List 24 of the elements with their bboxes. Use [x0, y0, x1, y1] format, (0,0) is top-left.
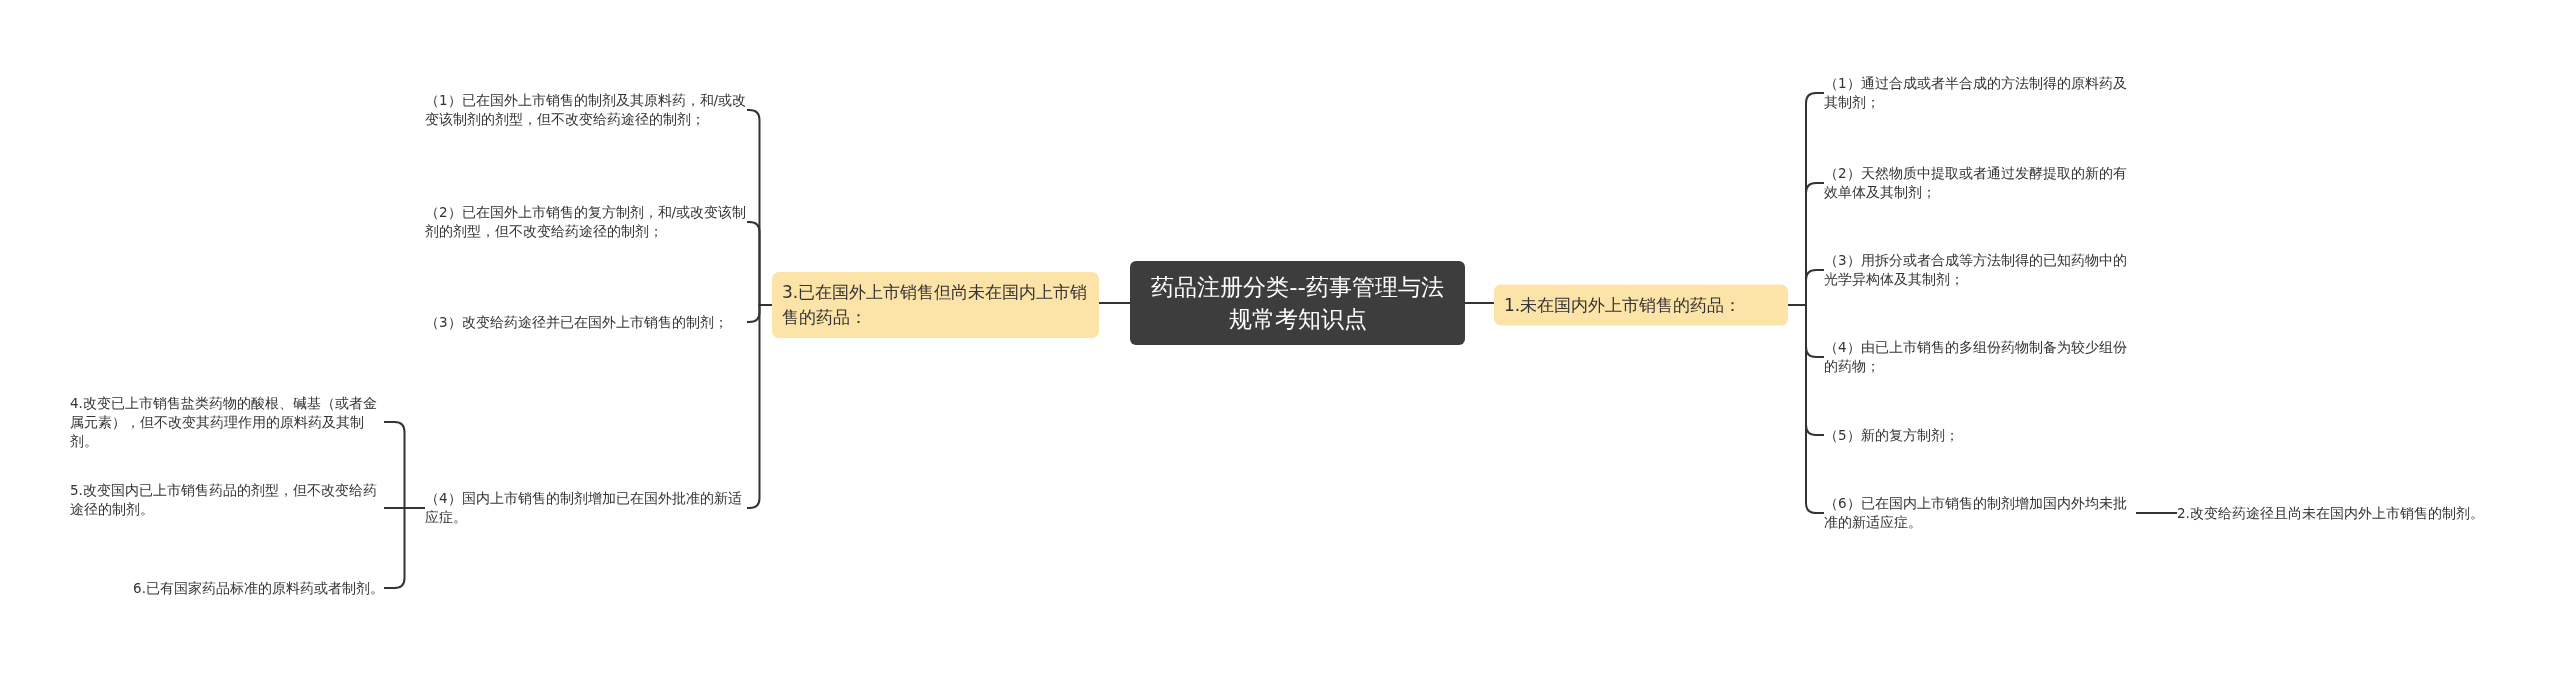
item-text: （6）已在国内上市销售的制剂增加国内外均未批准的新适应症。: [1824, 494, 2128, 532]
item-text: （2）天然物质中提取或者通过发酵提取的新的有效单体及其制剂；: [1824, 164, 2128, 202]
connector-line: [746, 304, 773, 509]
item-text: （1）已在国外上市销售的制剂及其原料药，和/或改变该制剂的剂型，但不改变给药途径的制剂；: [425, 91, 747, 129]
node-text: 药品注册分类--药事管理与法规常考知识点: [1150, 273, 1445, 334]
branch-box: [772, 272, 1099, 338]
item-text: （4）由已上市销售的多组份药物制备为较少组份的药物；: [1824, 338, 2128, 376]
node-text: 3.已在国外上市销售但尚未在国内上市销售的药品：: [782, 281, 1089, 329]
item-text: 4.改变已上市销售盐类药物的酸根、碱基（或者金属元素），但不改变其药理作用的原料药及其制剂。: [70, 393, 378, 451]
item-text: （3）用拆分或者合成等方法制得的已知药物中的光学异构体及其制剂；: [1824, 251, 2128, 289]
item-text: （1）通过合成或者半合成的方法制得的原料药及其制剂；: [1824, 74, 2128, 112]
branch-box: [1494, 284, 1788, 326]
connector-line: [2135, 512, 2178, 514]
item-text: 6.已有国家药品标准的原料药或者制剂。: [132, 578, 384, 598]
item-text: （4）国内上市销售的制剂增加已在国外批准的新适应症。: [425, 489, 743, 527]
connector-line: [1098, 302, 1131, 304]
item-text: （2）已在国外上市销售的复方制剂，和/或改变该制剂的剂型，但不改变给药途径的制剂；: [425, 203, 747, 241]
item-text: （3）改变给药途径并已在国外上市销售的制剂；: [425, 312, 729, 332]
topic-box: [1130, 261, 1465, 345]
item-text: 2.改变给药途径且尚未在国内外上市销售的制剂。: [2177, 503, 2485, 523]
connector-line: [1464, 302, 1495, 304]
node-text: 1.未在国内外上市销售的药品：: [1504, 293, 1743, 317]
item-text: （5）新的复方制剂；: [1824, 425, 1960, 445]
item-text: 5.改变国内已上市销售药品的剂型，但不改变给药途径的制剂。: [70, 481, 378, 519]
